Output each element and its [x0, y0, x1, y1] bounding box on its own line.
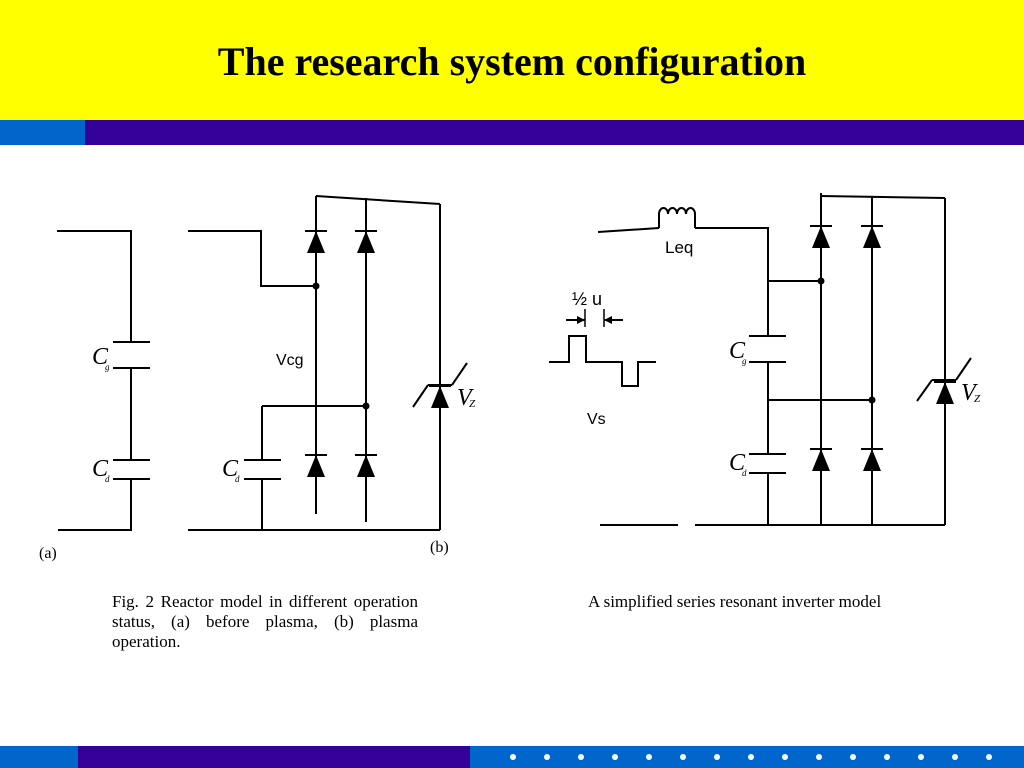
subfigure-label-b: (b) — [430, 539, 449, 556]
inverter-model — [549, 193, 972, 526]
decorative-dot — [748, 754, 754, 760]
cd-subscript-right: d — [742, 468, 747, 478]
decorative-dot — [986, 754, 992, 760]
reactor-model-a — [57, 230, 150, 531]
bottom-accent-bar-purple — [78, 746, 470, 768]
bridge-diodes-right — [809, 225, 957, 472]
vz-subscript-right: Z — [974, 393, 981, 405]
cg-label-a: C — [92, 344, 109, 370]
cd-label-right: C — [729, 450, 746, 476]
decorative-dot — [714, 754, 720, 760]
decorative-dot — [544, 754, 550, 760]
cg-subscript-right: g — [742, 356, 747, 366]
junction-node — [362, 402, 370, 410]
cd-subscript-a: d — [105, 474, 110, 484]
junction-node — [312, 282, 320, 290]
cd-label-b: C — [222, 456, 239, 482]
cg-label-right: C — [729, 338, 746, 364]
vcg-label: Vcg — [276, 352, 304, 369]
decorative-dot — [680, 754, 686, 760]
decorative-dot — [884, 754, 890, 760]
decorative-dot — [850, 754, 856, 760]
decorative-dot — [578, 754, 584, 760]
vz-label-b: V — [457, 385, 474, 411]
bottom-accent-bar-blue-dotted — [470, 746, 1024, 768]
subfigure-label-a: (a) — [39, 545, 57, 562]
decorative-dot — [918, 754, 924, 760]
bottom-accent-bar-blue — [0, 746, 78, 768]
vz-label-right: V — [961, 380, 978, 406]
decorative-dot — [510, 754, 516, 760]
cd-subscript-b: d — [235, 474, 240, 484]
decorative-dot — [816, 754, 822, 760]
cg-subscript-a: g — [105, 362, 110, 372]
left-figure-caption: Fig. 2 Reactor model in different operat… — [112, 592, 418, 651]
cd-label-a: C — [92, 456, 109, 482]
decorative-dot — [952, 754, 958, 760]
vs-label: Vs — [587, 411, 606, 428]
vz-subscript-b: Z — [469, 398, 476, 410]
title-banner — [0, 0, 1024, 120]
leq-label: Leq — [665, 238, 693, 257]
slide-title: The research system configuration — [217, 39, 807, 84]
junction-node — [817, 277, 825, 285]
right-figure-caption: A simplified series resonant inverter mo… — [588, 592, 882, 611]
top-accent-bar-purple — [85, 120, 1024, 145]
decorative-dot — [612, 754, 618, 760]
top-accent-bar-blue — [0, 120, 85, 145]
half-period-label: ½ u — [572, 289, 602, 309]
junction-node — [868, 396, 876, 404]
bridge-diodes-b — [304, 230, 452, 478]
decorative-dot — [646, 754, 652, 760]
decorative-dot — [782, 754, 788, 760]
